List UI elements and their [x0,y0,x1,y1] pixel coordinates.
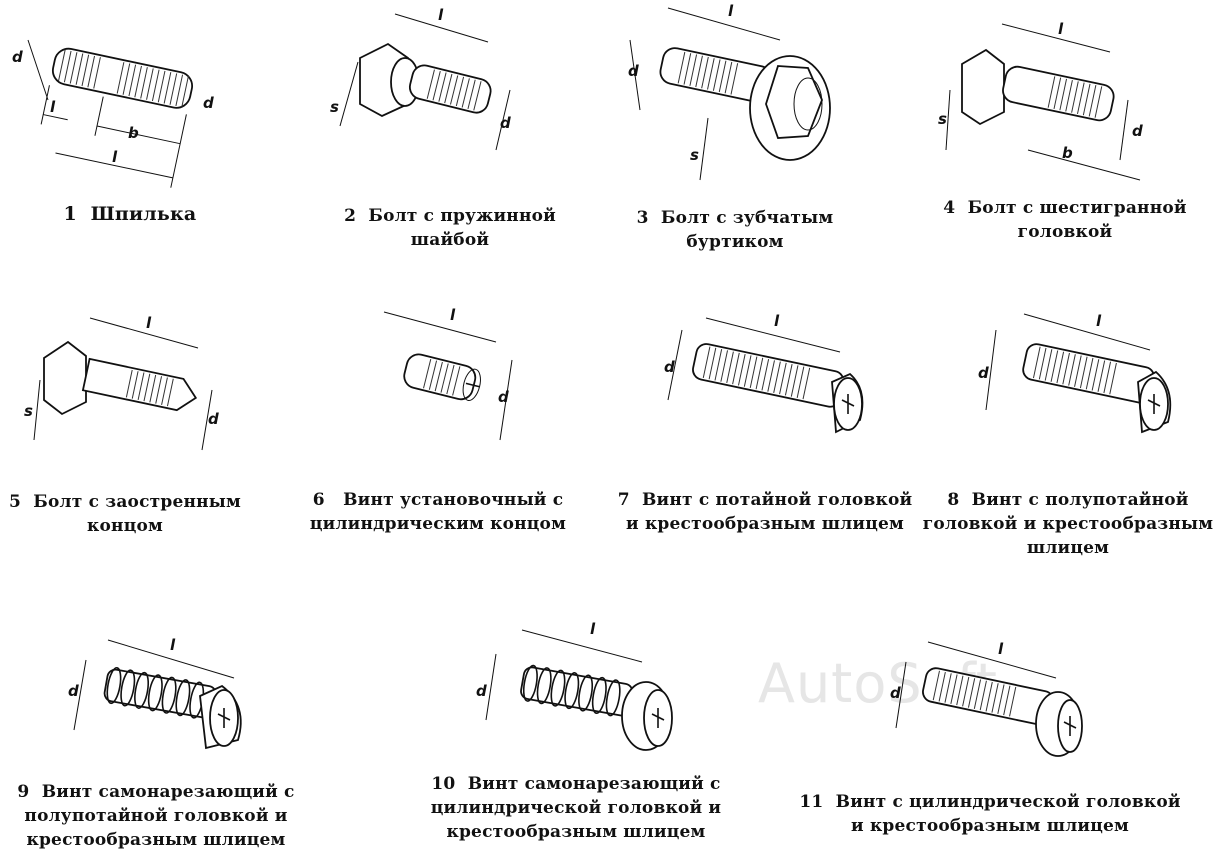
dim-d-label: d [476,682,487,700]
item-7: l d 7 Винт с потайной головкой и крестоо… [610,290,920,550]
caption-8: 8 Винт с полупотайной головкой и крестоо… [922,490,1214,558]
dim-s-label: s [330,98,339,116]
item-4: l s b d 4 Болт с шестигранной головкой [910,0,1218,260]
bolt-serrated-flange-drawing: l d s [628,2,831,181]
item-10: l d 10 Винт самонарезающий с цилиндричес… [420,600,740,863]
dim-s-label: s [690,146,699,164]
dim-l-label: l [170,636,176,654]
dim-d-label: d [500,114,511,132]
dim-l-label: l [728,2,734,20]
dim-b-label: b [1062,144,1073,162]
item-8: l d 8 Винт с полупотайной головкой и кре… [920,290,1218,570]
self-tapping-pan-head-screw-drawing: l d [476,620,673,751]
dim-d-label: d [12,48,23,66]
bolt-hex-head-drawing: l s b d [938,20,1143,181]
dim-d-label: d [208,410,219,428]
raised-countersunk-screw-drawing: l d [978,312,1172,434]
caption-2: 2 Болт с пружинной шайбой [344,206,556,250]
caption-7: 7 Винт с потайной головкой и крестообраз… [617,490,913,534]
dim-l-label: l [1096,312,1102,330]
bolt-pointed-end-drawing: l s d [24,314,219,451]
dim-l-label: l [146,314,152,332]
caption-5: 5 Болт с заостренным концом [9,492,241,536]
dim-l-label: l [50,98,56,116]
dim-d-label: d [628,62,639,80]
stud-drawing: d l b l d [12,39,214,188]
dim-b-label: b [128,124,139,142]
pan-head-screw-drawing: l d [890,640,1083,757]
countersunk-screw-drawing: l d [664,312,864,434]
caption-9: 9 Винт самонарезающий с полупотайной гол… [17,782,295,850]
caption-6: 6 Винт установочный с цилиндрическим кон… [309,490,567,534]
dim-l-label: l [1058,20,1064,38]
dim-l-label: l [590,620,596,638]
caption-4: 4 Болт с шестигранной головкой [943,198,1187,242]
bolt-spring-washer-drawing: l s d [330,6,511,151]
dim-s-label: s [24,402,33,420]
dim-l-label: l [450,306,456,324]
dim-l-label: l [774,312,780,330]
self-tapping-countersunk-screw-drawing: l d [68,636,242,750]
dim-d-label: d [890,684,901,702]
item-5: l s d 5 Болт с заостренным концом [0,290,300,550]
item-6: l d 6 Винт установочный с цилиндрическим… [300,290,600,550]
caption-1: 1 Шпилька [63,203,197,225]
set-screw-drawing: l d [383,306,513,441]
item-1: d l b l d 1 Шпилька [0,0,300,260]
dim-l-label: l [438,6,444,24]
caption-11: 11 Винт с цилиндрической головкой и крес… [799,792,1181,836]
item-9: l d 9 Винт самонарезающий с полупотайной… [0,610,310,863]
item-3: l d s 3 Болт с зубчатым буртиком [600,0,900,260]
dim-d2-label: d [203,94,214,112]
dim-d-label: d [498,388,509,406]
dim-l2-label: l [112,148,118,166]
dim-d-label: d [68,682,79,700]
dim-s-label: s [938,110,947,128]
item-2: l s d 2 Болт с пружинной шайбой [300,0,590,260]
caption-10: 10 Винт самонарезающий с цилиндрической … [430,774,722,842]
dim-d-label: d [664,358,675,376]
dim-d-label: d [1132,122,1143,140]
item-11: l d 11 Винт с цилиндрической головкой и … [790,620,1218,863]
caption-3: 3 Болт с зубчатым буртиком [636,208,834,252]
dim-l-label: l [998,640,1004,658]
dim-d-label: d [978,364,989,382]
